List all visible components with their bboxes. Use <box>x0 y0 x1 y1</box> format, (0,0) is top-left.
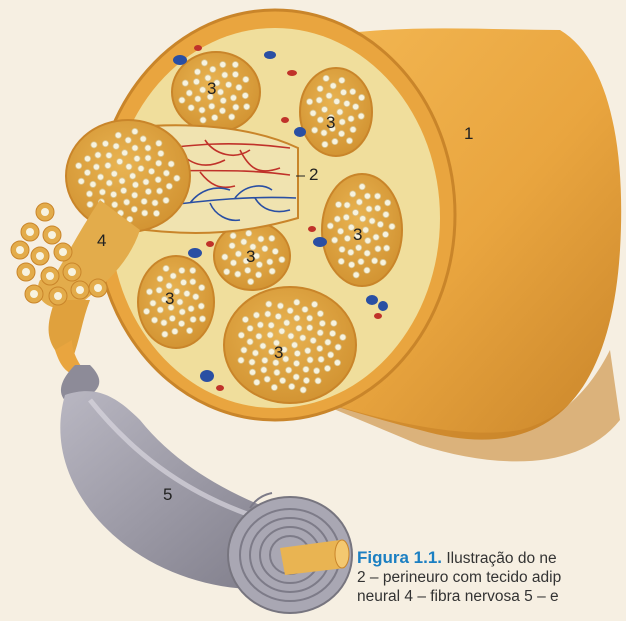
fiber-end <box>36 203 54 221</box>
caption-line-3: neural 4 – fibra nervosa 5 – e <box>357 587 626 606</box>
label-fasciculo-4: 3 <box>246 247 255 266</box>
fascicle-2 <box>300 68 372 156</box>
fascicle-6 <box>224 287 356 403</box>
fiber-end <box>11 241 29 259</box>
fiber-end <box>25 285 43 303</box>
fascicle-5 <box>138 256 214 348</box>
label-fasciculo-2: 3 <box>326 113 335 132</box>
fiber-end <box>41 267 59 285</box>
label-fasciculo-5: 3 <box>165 289 174 308</box>
fiber-end <box>63 263 81 281</box>
label-perineuro: 2 <box>309 165 318 184</box>
label-epineuro: 1 <box>464 124 473 143</box>
fiber-end <box>89 279 107 297</box>
label-fasciculo-6: 3 <box>274 343 283 362</box>
figure-caption: Figura 1.1. Ilustração do ne 2 – perineu… <box>357 548 626 606</box>
fiber-end <box>54 243 72 261</box>
caption-line-2: 2 – perineuro com tecido adip <box>357 568 626 587</box>
label-fibra: 4 <box>97 231 106 250</box>
label-bainha: 5 <box>163 485 172 504</box>
fiber-end <box>31 247 49 265</box>
fiber-end <box>49 287 67 305</box>
label-fasciculo-3: 3 <box>353 225 362 244</box>
figure-number: Figura 1.1. <box>357 548 442 567</box>
label-fasciculo-1: 3 <box>207 79 216 98</box>
caption-line-1: Ilustração do ne <box>446 550 556 567</box>
fiber-end <box>21 223 39 241</box>
fiber-end <box>71 281 89 299</box>
fiber-end <box>17 263 35 281</box>
fiber-end <box>43 226 61 244</box>
